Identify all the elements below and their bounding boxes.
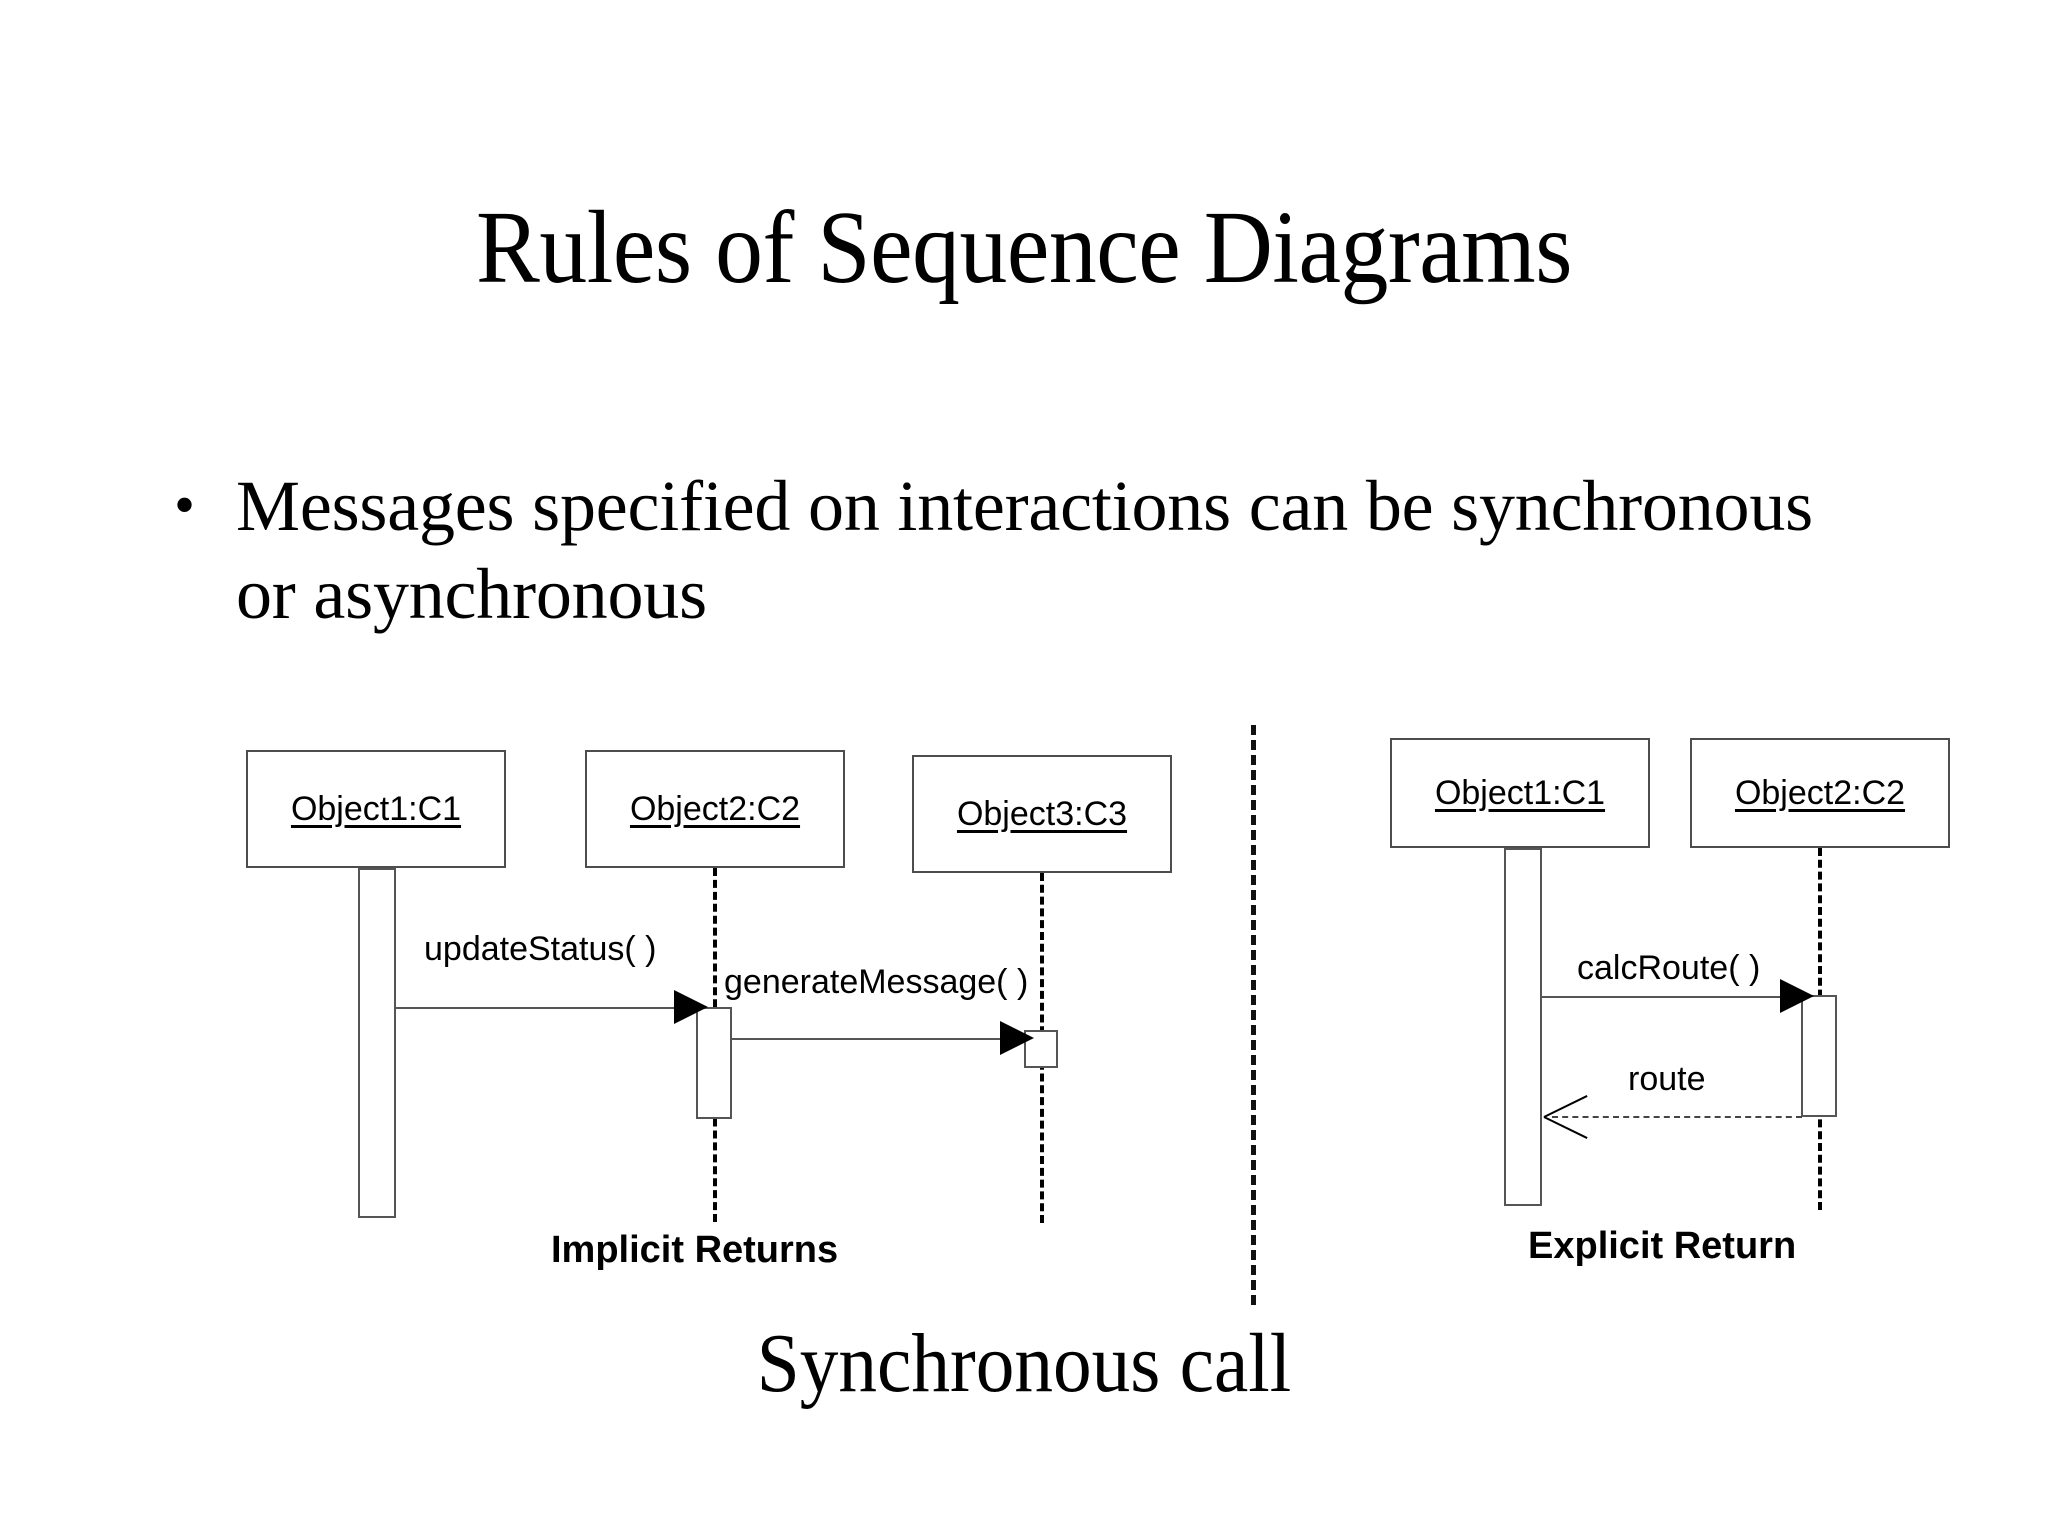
participant-box-object1-c1-implicit[interactable]: Object1:C1	[246, 750, 506, 868]
panel-caption-implicit-returns: Implicit Returns	[551, 1229, 839, 1271]
participant-label: Object1:C1	[1434, 773, 1606, 812]
activation-bar-object1-implicit	[358, 868, 396, 1218]
participant-label: Object2:C2	[629, 789, 801, 828]
page-title: Rules of Sequence Diagrams	[475, 190, 1573, 305]
participant-box-object3-c3-implicit[interactable]: Object3:C3	[912, 755, 1172, 873]
participant-box-object2-c2-implicit[interactable]: Object2:C2	[585, 750, 845, 868]
message-line-route	[1552, 1116, 1802, 1118]
panel-divider	[1251, 725, 1256, 1305]
list-item: • Messages specified on interactions can…	[168, 462, 1968, 638]
panel-caption-explicit-return: Explicit Return	[1528, 1225, 1797, 1267]
bullet-text: Messages specified on interactions can b…	[236, 466, 1813, 634]
participant-box-object1-c1-explicit[interactable]: Object1:C1	[1390, 738, 1650, 848]
activation-bar-object2-explicit	[1801, 995, 1837, 1117]
activation-bar-object2-implicit	[696, 1007, 732, 1119]
participant-label: Object1:C1	[290, 789, 462, 828]
message-line-generatemessage	[732, 1038, 1008, 1040]
message-line-updatestatus	[396, 1007, 680, 1009]
participant-box-object2-c2-explicit[interactable]: Object2:C2	[1690, 738, 1950, 848]
message-label-calcroute: calcRoute( )	[1577, 949, 1761, 987]
bullet-list: • Messages specified on interactions can…	[168, 462, 1968, 638]
message-label-generatemessage: generateMessage( )	[724, 963, 1029, 1001]
bullet-marker-icon: •	[174, 472, 196, 538]
arrowhead-filled-icon-calcroute	[1780, 979, 1814, 1013]
arrowhead-filled-icon-generatemessage	[1000, 1021, 1034, 1055]
participant-label: Object2:C2	[1734, 773, 1906, 812]
arrowhead-filled-icon-updatestatus	[674, 990, 708, 1024]
activation-bar-object1-explicit	[1504, 848, 1542, 1206]
arrowhead-open-icon-route	[1543, 1088, 1590, 1144]
message-line-calcroute	[1542, 996, 1786, 998]
message-label-route: route	[1628, 1060, 1706, 1098]
message-label-updatestatus: updateStatus( )	[424, 930, 657, 968]
bottom-caption: Synchronous call	[756, 1317, 1292, 1410]
participant-label: Object3:C3	[956, 794, 1128, 833]
